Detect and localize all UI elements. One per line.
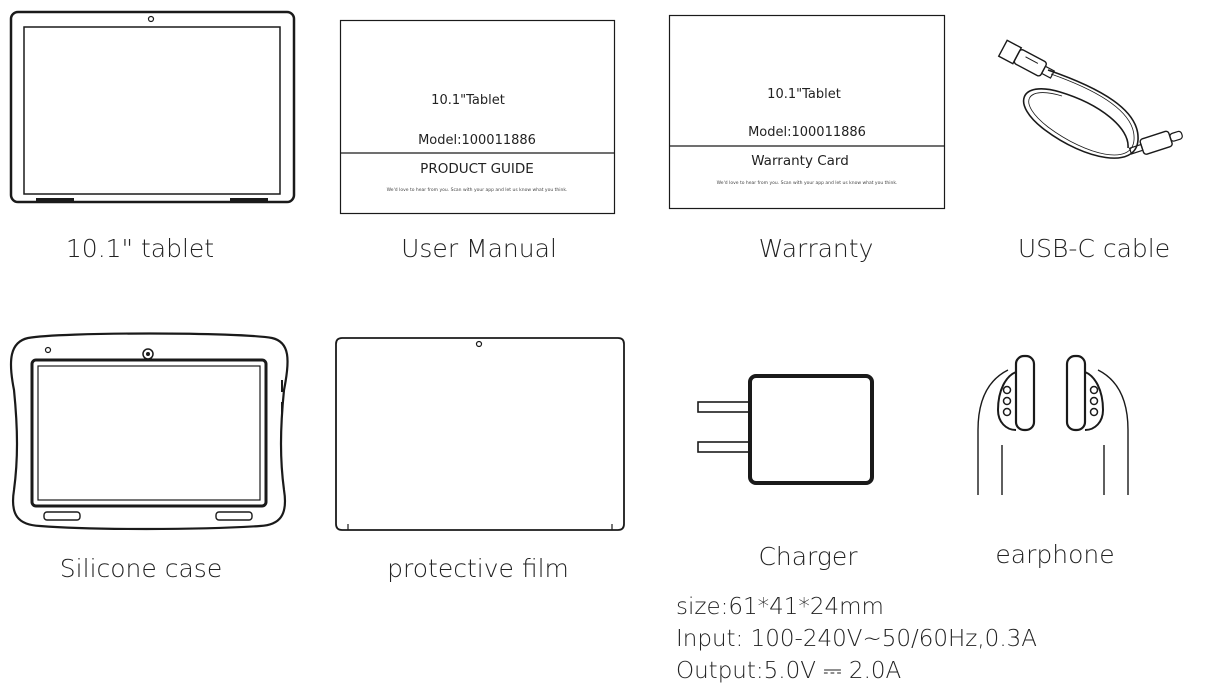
user-manual-product: 10.1"Tablet (431, 93, 505, 108)
protective-film-icon (335, 337, 625, 531)
user-manual-item: 10.1"Tablet Model:100011886 PRODUCT GUID… (339, 19, 616, 215)
tablet-item (0, 0, 310, 270)
usb-cable-item (990, 30, 1183, 200)
silicone-case-item (0, 330, 300, 531)
user-manual-model: Model:100011886 (418, 133, 536, 148)
charger-spec-output: Output:5.0V ⎓ 2.0A (676, 658, 902, 684)
charger-icon (697, 374, 874, 485)
warranty-item: 10.1"Tablet Model:100011886 Warranty Car… (668, 14, 946, 210)
warranty-model: Model:100011886 (748, 125, 866, 140)
charger-spec-input: Input: 100-240V~50/60Hz,0.3A (676, 626, 1037, 652)
earphone-item (968, 350, 1138, 500)
warranty-heading: Warranty Card (751, 153, 849, 169)
tablet-caption: 10.1" tablet (65, 234, 215, 263)
usb-c-cable-icon (997, 39, 1183, 159)
earphone-caption: earphone (995, 540, 1115, 569)
usb-cable-caption: USB-C cable (1017, 234, 1171, 263)
silicone-case-caption: Silicone case (59, 554, 223, 583)
protective-film-caption: protective film (387, 554, 569, 583)
charger-item (690, 370, 880, 490)
charger-caption: Charger (758, 542, 858, 571)
warranty-card (668, 14, 946, 210)
user-manual-heading: PRODUCT GUIDE (420, 161, 534, 177)
protective-film-item (330, 330, 630, 535)
warranty-product: 10.1"Tablet (767, 87, 841, 102)
warranty-caption: Warranty (758, 234, 874, 263)
user-manual-card (339, 19, 616, 215)
warranty-fine-print: We'd love to hear from you. Scan with yo… (716, 181, 898, 186)
user-manual-fine-print: We'd love to hear from you. Scan with yo… (386, 188, 568, 193)
charger-spec-size: size:61*41*24mm (676, 594, 884, 620)
tablet-icon (9, 10, 296, 204)
silicone-case-icon (9, 332, 289, 531)
earphone-icon (977, 354, 1129, 495)
user-manual-caption: User Manual (401, 234, 557, 263)
